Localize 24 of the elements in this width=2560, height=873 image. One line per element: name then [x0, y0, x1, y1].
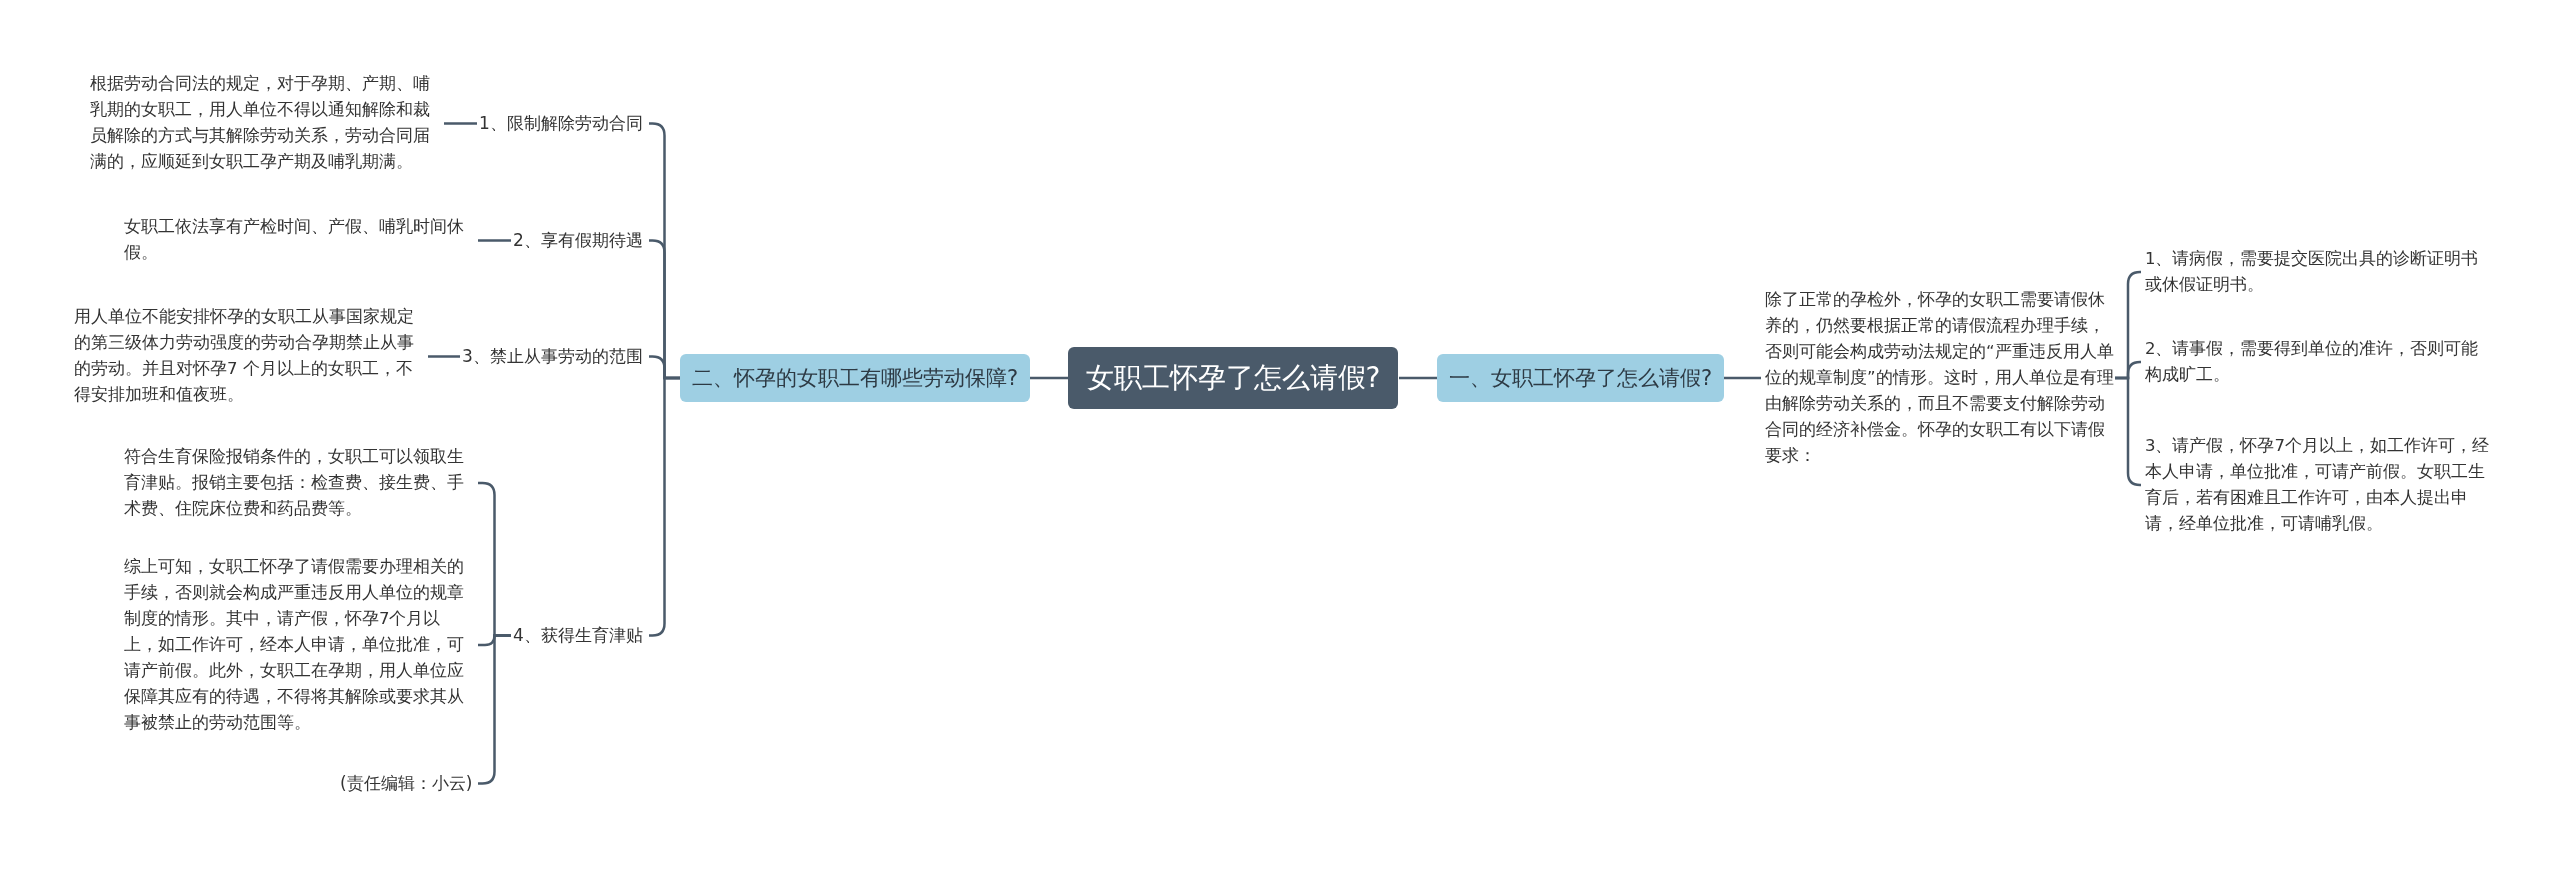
- connector-line: [1399, 376, 1437, 380]
- connector-line: [428, 355, 460, 358]
- note-text: 符合生育保险报销条件的，女职工可以领取生育津贴。报销主要包括：检查费、接生费、手术费、住院床位费和药品费等。: [124, 444, 474, 522]
- connector-line: [1724, 376, 1761, 380]
- note-text: 用人单位不能安排怀孕的女职工从事国家规定的第三级体力劳动强度的劳动合孕期禁止从事的劳动。并且对怀孕7 个月以上的女职工，不得安排加班和值夜班。: [74, 304, 424, 408]
- subtopic-label: 3、禁止从事劳动的范围: [460, 341, 645, 371]
- note-text: 3、请产假，怀孕7个月以上，如工作许可，经本人申请，单位批准，可请产前假。女职工生育后，若有困难且工作许可，由本人提出申请，经单位批准，可请哺乳假。: [2145, 433, 2495, 537]
- note-text: 女职工依法享有产检时间、产假、哺乳时间休假。: [124, 214, 474, 266]
- connector-line: [478, 239, 511, 242]
- note-text: 1、请病假，需要提交医院出具的诊断证明书或休假证明书。: [2145, 246, 2485, 298]
- central-topic-box: 女职工怀孕了怎么请假?: [1067, 347, 1399, 409]
- note-text: (责任编辑：小云): [338, 768, 475, 798]
- subtopic-label: 2、享有假期待遇: [511, 225, 645, 255]
- topic-box: 二、怀孕的女职工有哪些劳动保障?: [680, 354, 1031, 402]
- note-text: 2、请事假，需要得到单位的准许，否则可能构成旷工。: [2145, 336, 2485, 388]
- subtopic-label: 4、获得生育津贴: [511, 620, 645, 650]
- connector-line: [1030, 376, 1068, 380]
- note-text: 除了正常的孕检外，怀孕的女职工需要请假休养的，仍然要根据正常的请假流程办理手续，否则可能会构成劳动法规定的“严重违反用人单位的规章制度”的情形。这时，用人单位是有理由解除劳动关系的，而且不需要支付解除劳动合同的经济补偿金。怀孕的女职工有以下请假要求：: [1765, 287, 2115, 469]
- connector-line: [444, 122, 477, 125]
- connector-line: [2115, 376, 2142, 487]
- note-text: 根据劳动合同法的规定，对于孕期、产期、哺乳期的女职工，用人单位不得以通知解除和裁员解除的方式与其解除劳动关系，劳动合同届满的，应顺延到女职工孕产期及哺乳期满。: [90, 71, 440, 175]
- note-text: 综上可知，女职工怀孕了请假需要办理相关的手续，否则就会构成严重违反用人单位的规章制度的情形。其中，请产假，怀孕7个月以上，如工作许可，经本人申请，单位批准，可请产前假。此外，女职工在孕期，用人单位应保障其应有的待遇，不得将其解除或要求其从事被禁止的劳动范围等。: [124, 554, 474, 736]
- subtopic-label: 1、限制解除劳动合同: [477, 108, 645, 138]
- topic-box: 一、女职工怀孕了怎么请假?: [1437, 354, 1725, 402]
